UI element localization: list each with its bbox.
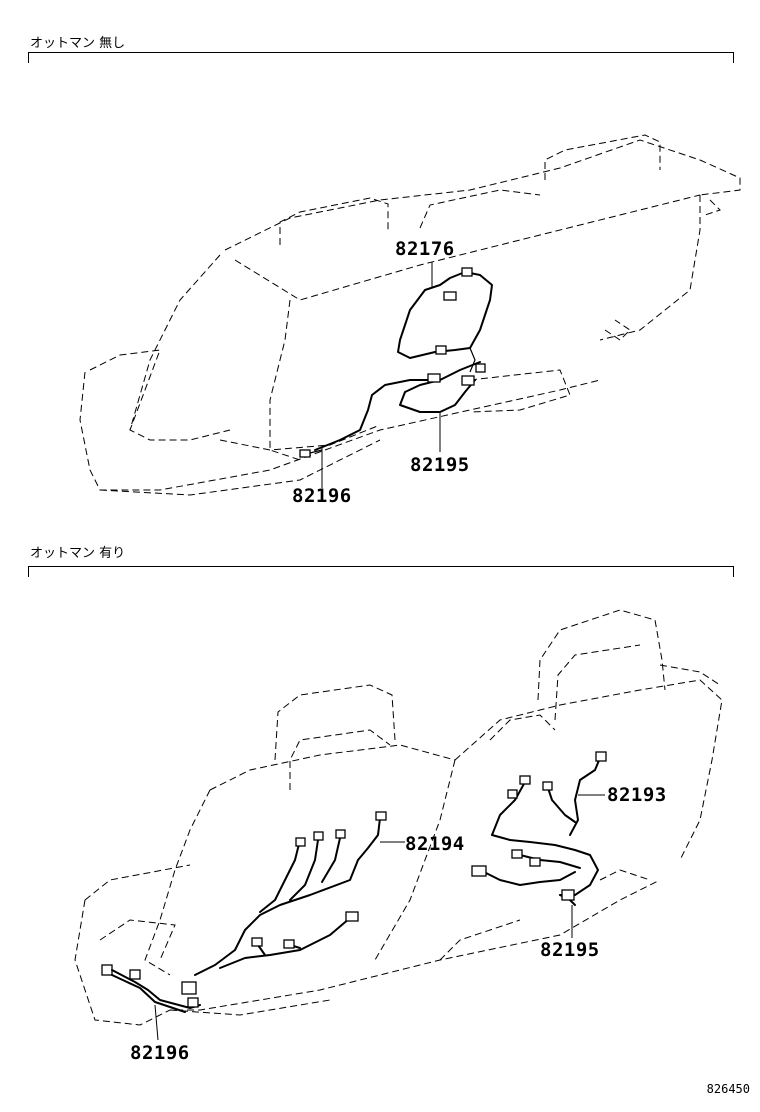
harness-82176 [397,267,493,373]
harness-82196-lower [101,964,201,1013]
harness-82194 [194,811,387,976]
section-label-without-ottoman: オットマン 無し [30,36,126,51]
part-number-82196-upper: 82196 [292,485,352,507]
figure-id: 826450 [706,1082,750,1096]
section-bracket-without-ottoman [28,52,734,63]
seat-outline-upper [79,134,741,496]
section-label-with-ottoman: オットマン 有り [30,546,126,561]
harness-82195-lower [471,834,599,906]
part-number-82196-lower: 82196 [130,1042,190,1064]
harness-82196-upper [299,449,323,458]
part-number-82195-upper: 82195 [410,454,470,476]
section-bracket-with-ottoman [28,566,734,577]
part-number-82193: 82193 [607,784,667,806]
part-number-82194: 82194 [405,833,465,855]
part-number-82195-lower: 82195 [540,939,600,961]
harness-82193 [491,751,607,836]
seat-outline-lower [74,609,723,1026]
harness-82195-upper [314,361,486,451]
part-number-82176: 82176 [395,238,455,260]
